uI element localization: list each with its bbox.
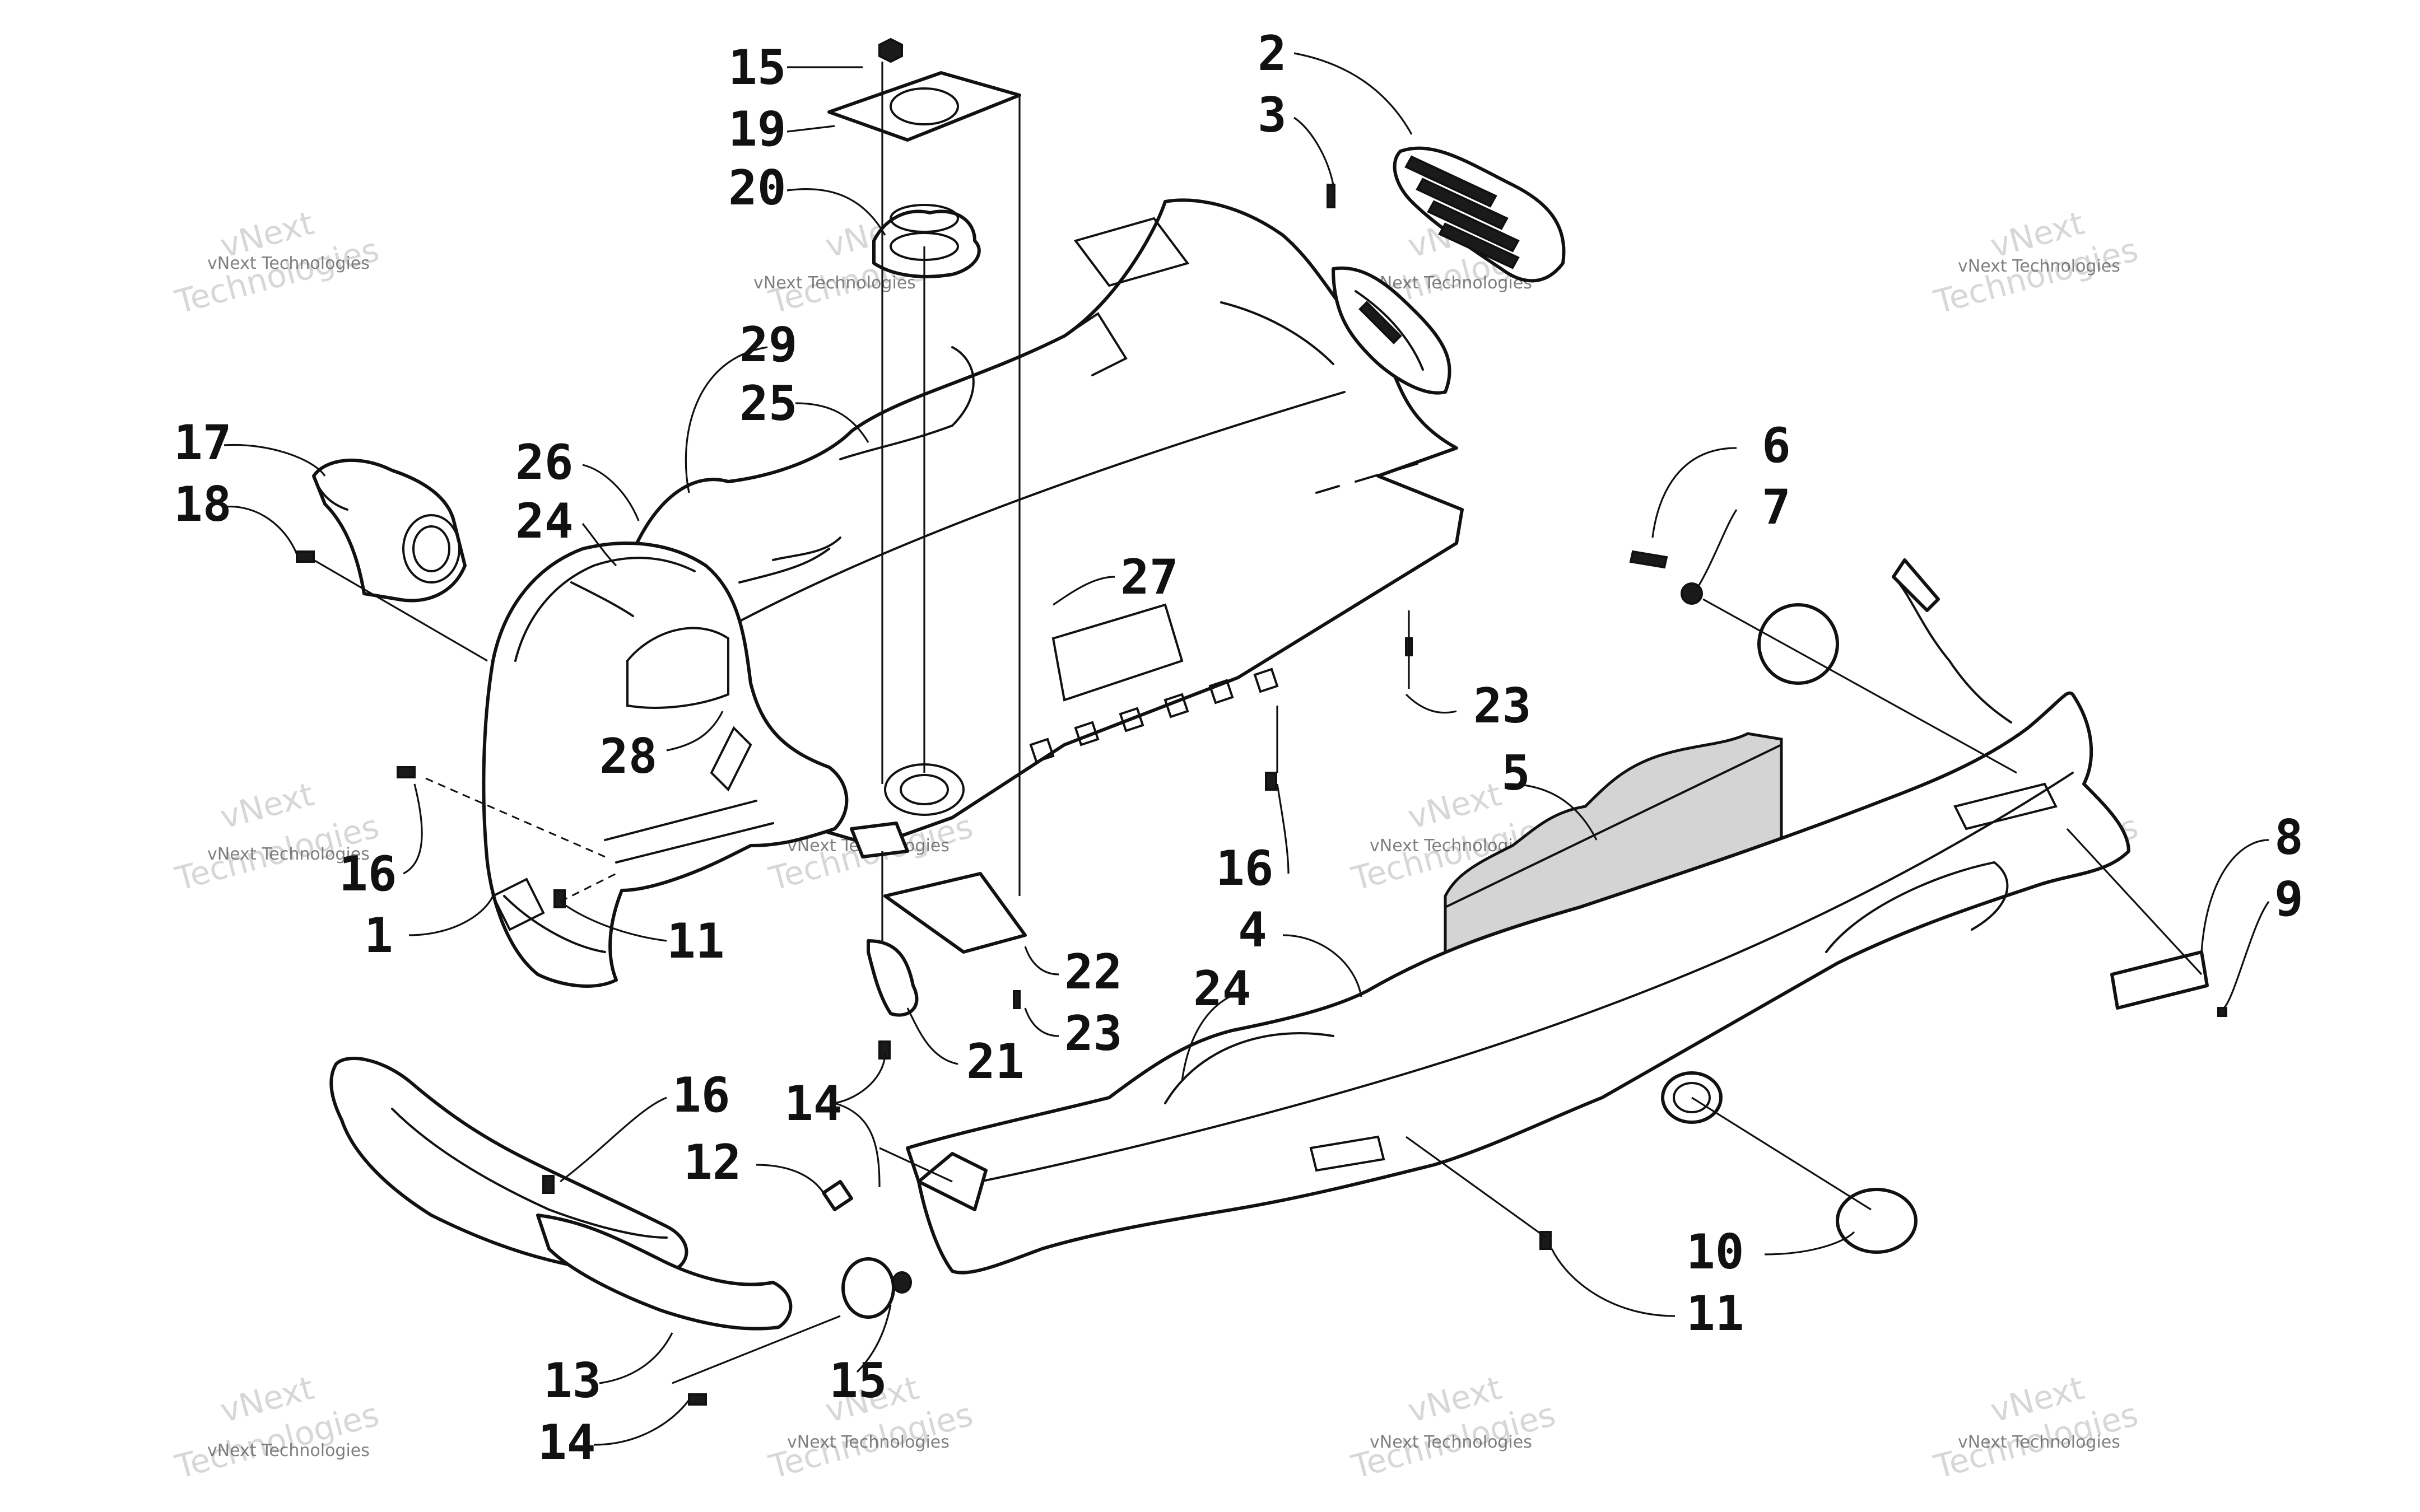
callout-label: 11 bbox=[1686, 1286, 1744, 1342]
callout-label: 1 bbox=[364, 908, 393, 964]
callout-label: 7 bbox=[1762, 479, 1791, 535]
callout-label: 16 bbox=[339, 846, 397, 902]
callout-label: 24 bbox=[1193, 961, 1251, 1017]
callout-label: 28 bbox=[599, 729, 658, 785]
svg-text:vNext Technologies: vNext Technologies bbox=[1370, 1432, 1532, 1452]
svg-text:vNext Technologies: vNext Technologies bbox=[1370, 273, 1532, 293]
callout-label: 23 bbox=[1064, 1006, 1123, 1062]
callout-label: 27 bbox=[1120, 549, 1179, 605]
callout-label: 25 bbox=[739, 376, 798, 432]
callout-label: 18 bbox=[174, 477, 232, 533]
callout-label: 15 bbox=[829, 1353, 887, 1409]
boot-part bbox=[312, 458, 467, 603]
callout-labels: 15 19 20 2 3 29 25 17 18 26 24 27 6 7 23… bbox=[174, 26, 2303, 1471]
callout-label: 16 bbox=[672, 1067, 730, 1123]
callout-label: 14 bbox=[538, 1415, 596, 1471]
watermark-11: vNext Technologies vNext Technologies bbox=[1347, 1369, 1559, 1486]
front-bumper-part bbox=[329, 1057, 793, 1331]
callout-label: 16 bbox=[1216, 841, 1274, 897]
svg-text:vNext Technologies: vNext Technologies bbox=[1958, 1432, 2120, 1452]
callout-label: 8 bbox=[2274, 810, 2303, 866]
svg-text:vNext Technologies: vNext Technologies bbox=[207, 1441, 370, 1460]
watermark-9: vNext Technologies vNext Technologies bbox=[171, 1369, 383, 1486]
svg-text:vNext Technologies: vNext Technologies bbox=[787, 1432, 950, 1452]
svg-text:vNext Technologies: vNext Technologies bbox=[207, 844, 370, 864]
callout-label: 3 bbox=[1258, 87, 1287, 143]
callout-label: 23 bbox=[1473, 678, 1532, 734]
grommet-part bbox=[872, 204, 981, 278]
reflector-plate-part bbox=[2110, 950, 2209, 1010]
callout-label: 4 bbox=[1238, 902, 1267, 958]
callout-label: 11 bbox=[667, 913, 725, 969]
callout-label: 15 bbox=[728, 40, 787, 96]
callout-label: 17 bbox=[174, 415, 232, 471]
callout-label: 19 bbox=[728, 101, 787, 157]
callout-label: 20 bbox=[728, 160, 787, 216]
callout-label: 5 bbox=[1501, 745, 1530, 801]
callout-label: 10 bbox=[1686, 1224, 1744, 1280]
callout-label: 21 bbox=[966, 1034, 1025, 1090]
callout-label: 29 bbox=[739, 317, 798, 373]
left-side-panel-part bbox=[482, 542, 849, 988]
svg-text:vNext Technologies: vNext Technologies bbox=[1958, 256, 2120, 276]
callout-label: 26 bbox=[515, 435, 574, 491]
callout-label: 9 bbox=[2274, 871, 2303, 927]
assembly-lines bbox=[313, 62, 2203, 1384]
mount-plate-part bbox=[827, 71, 1021, 142]
vent-grille-part bbox=[1332, 146, 1566, 395]
callout-label: 12 bbox=[683, 1135, 742, 1191]
callout-label: 2 bbox=[1258, 26, 1287, 82]
callout-label: 24 bbox=[515, 493, 574, 549]
bracket-parts bbox=[850, 822, 1027, 1017]
svg-text:vNext Technologies: vNext Technologies bbox=[753, 273, 916, 293]
svg-text:vNext Technologies: vNext Technologies bbox=[207, 254, 370, 273]
screw-parts bbox=[296, 184, 2227, 1406]
watermark-12: vNext Technologies vNext Technologies bbox=[1930, 1369, 2142, 1486]
watermark-1: vNext Technologies vNext Technologies bbox=[171, 204, 383, 321]
watermark-4: vNext Technologies vNext Technologies bbox=[1930, 204, 2142, 321]
callout-label: 6 bbox=[1762, 418, 1791, 474]
callout-leaders bbox=[224, 52, 2270, 1446]
callout-label: 22 bbox=[1064, 944, 1123, 1000]
callout-label: 13 bbox=[543, 1353, 602, 1409]
belly-pan-part bbox=[626, 198, 1464, 847]
callout-label: 14 bbox=[784, 1076, 843, 1132]
